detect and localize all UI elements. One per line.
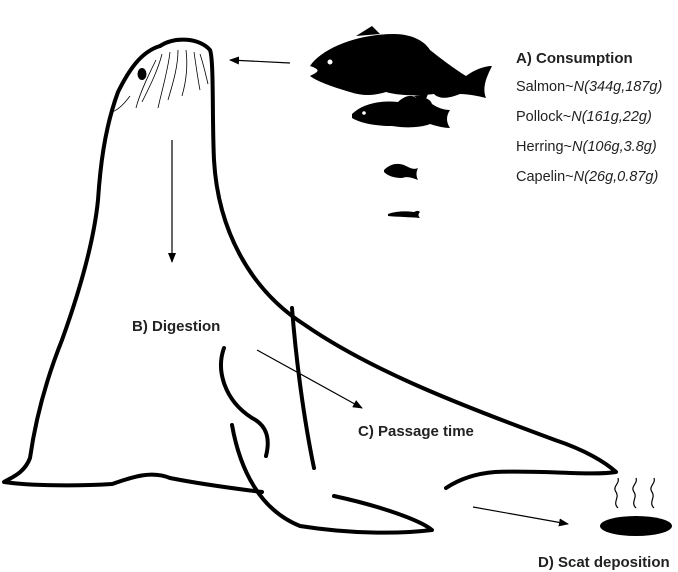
pollock-icon: [352, 96, 450, 128]
prey-name: Capelin~: [516, 169, 574, 185]
prey-item-capelin: Capelin~N(26g,0.87g): [516, 169, 658, 185]
consumption-label: A) Consumption: [516, 50, 633, 67]
salmon-icon: [310, 26, 492, 104]
passage-arrow: [257, 350, 362, 408]
scat-icon: [600, 516, 672, 536]
prey-name: Salmon~: [516, 79, 574, 95]
consumption-arrow: [230, 60, 290, 63]
herring-icon: [384, 164, 418, 180]
prey-item-salmon: Salmon~N(344g,187g): [516, 79, 662, 95]
process-arrows: [172, 60, 568, 524]
passage-time-label: C) Passage time: [358, 423, 474, 440]
prey-name: Pollock~: [516, 109, 571, 125]
eye-icon: [138, 68, 147, 80]
sea-lion-face: [112, 50, 208, 112]
scat-deposition-label: D) Scat deposition: [538, 554, 670, 571]
prey-distribution: N(161g,22g): [571, 109, 652, 125]
prey-name: Herring~: [516, 139, 572, 155]
capelin-icon: [388, 211, 420, 218]
steam-icon: [615, 478, 654, 508]
prey-item-pollock: Pollock~N(161g,22g): [516, 109, 652, 125]
prey-distribution: N(344g,187g): [574, 79, 663, 95]
prey-distribution: N(106g,3.8g): [572, 139, 657, 155]
digestion-label: B) Digestion: [132, 318, 220, 335]
prey-item-herring: Herring~N(106g,3.8g): [516, 139, 657, 155]
deposition-arrow: [473, 507, 568, 524]
prey-distribution: N(26g,0.87g): [574, 169, 659, 185]
